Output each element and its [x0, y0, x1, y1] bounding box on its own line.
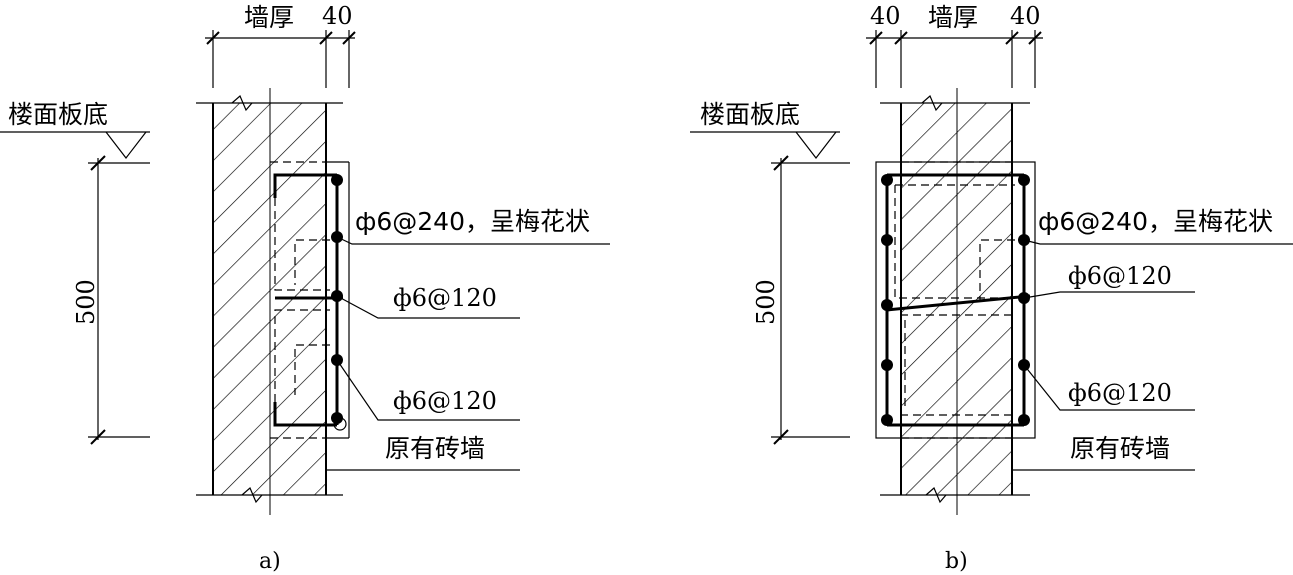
- height-dimension-a: 500: [72, 155, 150, 445]
- rebar-label-3: ф6@120: [393, 387, 497, 415]
- annotations-a: ф6@240，呈梅花状 ф6@120 ф6@120 原有砖墙 a): [259, 207, 610, 574]
- rebar-label-2: ф6@120: [393, 284, 497, 312]
- rebar-label-1: ф6@240，呈梅花状: [355, 207, 590, 236]
- wall-label: 原有砖墙: [1070, 434, 1170, 463]
- dim-500: 500: [752, 279, 780, 325]
- dim-40-left: 40: [870, 2, 901, 30]
- rebar-label-2: ф6@120: [1068, 262, 1172, 290]
- caption-a: a): [259, 549, 281, 574]
- rebar-label-1: ф6@240，呈梅花状: [1038, 207, 1273, 236]
- caption-b: b): [945, 549, 968, 574]
- floor-label: 楼面板底: [8, 100, 108, 129]
- dim-wall-thickness: 墙厚: [244, 3, 294, 32]
- top-dimension-a: 墙厚 40: [205, 2, 356, 88]
- wall-label: 原有砖墙: [385, 434, 485, 463]
- dim-500: 500: [72, 279, 100, 325]
- dim-wall-thickness: 墙厚: [928, 3, 978, 32]
- annotations-b: ф6@240，呈梅花状 ф6@120 ф6@120 原有砖墙 b): [945, 207, 1293, 574]
- concrete-layer-a: [270, 161, 350, 439]
- concrete-layer-b: [875, 161, 1036, 439]
- floor-label: 楼面板底: [700, 100, 800, 129]
- top-dimension-b: 40 墙厚 40: [866, 2, 1043, 88]
- brick-wall-a: [196, 88, 343, 515]
- panel-b: 40 墙厚 40 楼面板底 500: [690, 2, 1293, 574]
- rebar-b: [881, 173, 1031, 427]
- floor-level-b: 楼面板底: [690, 100, 840, 159]
- height-dimension-b: 500: [752, 155, 850, 445]
- panel-a: 墙厚 40 楼面板底 500: [0, 2, 610, 574]
- dim-40-right: 40: [1010, 2, 1041, 30]
- floor-level-a: 楼面板底: [0, 100, 150, 159]
- dim-40: 40: [322, 2, 353, 30]
- rebar-label-3: ф6@120: [1068, 379, 1172, 407]
- rebar-a: [273, 173, 347, 431]
- brick-wall-b: [880, 88, 1030, 515]
